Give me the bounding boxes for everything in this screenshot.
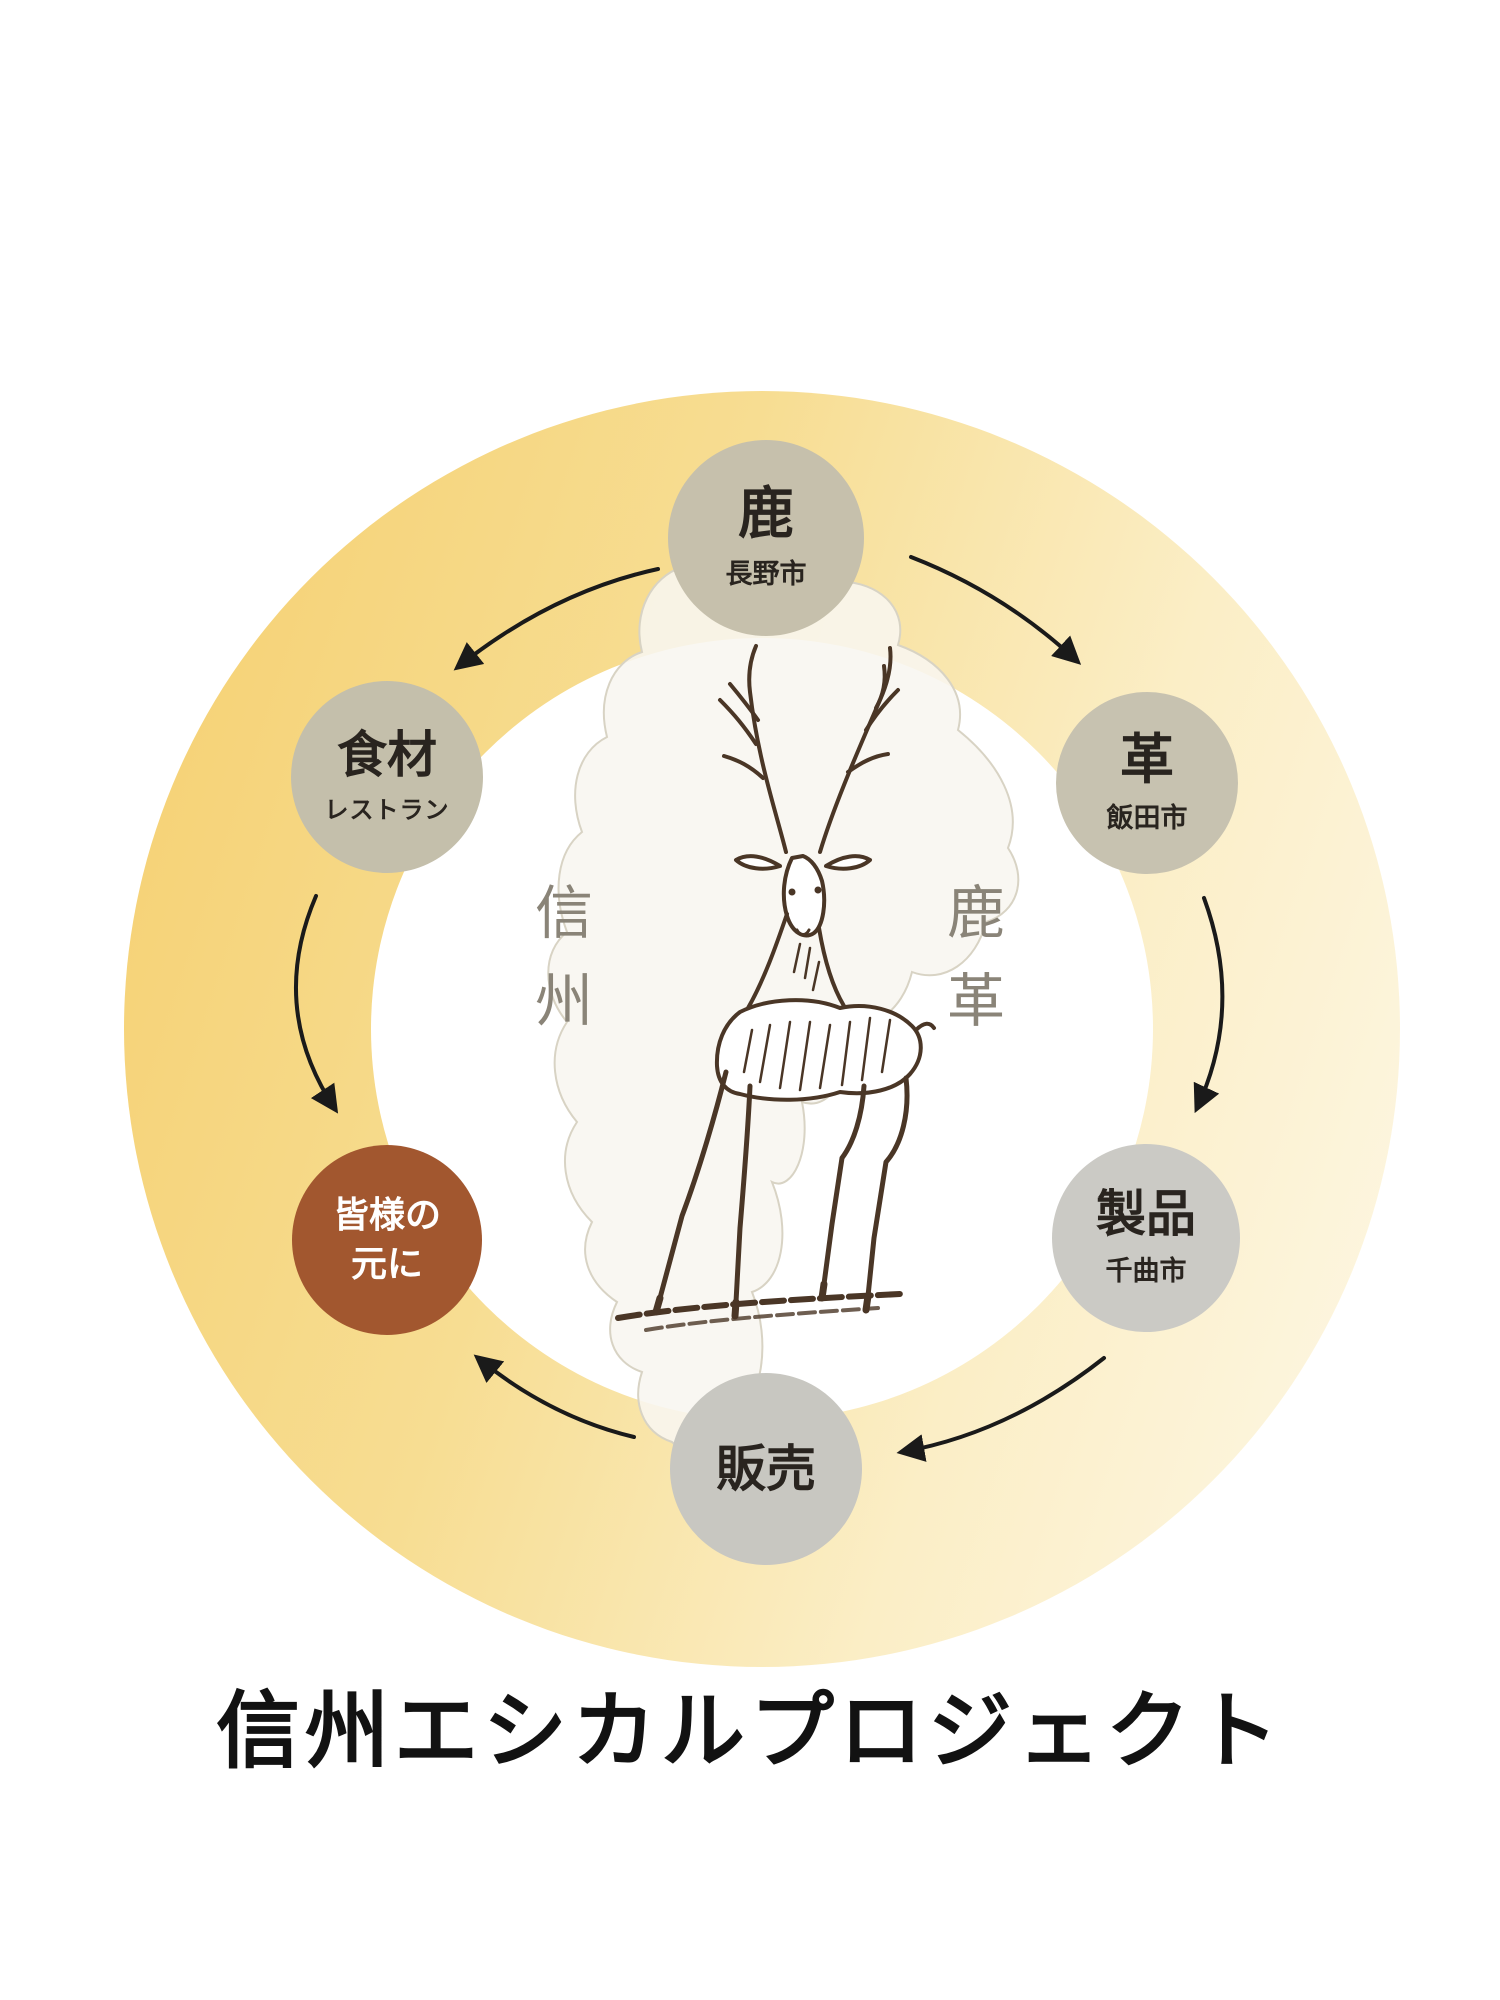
node-ingredients-sublabel: レストラン [324,795,450,825]
arrow-deer-to-leather [909,555,1082,665]
arrow-leather-to-products [1193,896,1225,1114]
arrow-ingredients-to-everyone [294,894,339,1114]
node-sales-label: 販売 [716,1438,816,1498]
arrow-sales-to-everyone [473,1354,636,1439]
arrow-products-to-sales [896,1356,1106,1462]
arrow-deer-to-ingredients [453,567,660,671]
project-title: 信州エシカルプロジェクト [215,1681,1284,1780]
node-products: 製品 千曲市 [1052,1144,1240,1332]
node-ingredients: 食材 レストラン [291,681,483,873]
node-products-sublabel: 千曲市 [1105,1256,1187,1288]
node-deer-label: 鹿 [738,480,794,547]
node-leather: 革 飯田市 [1056,692,1238,874]
node-leather-sublabel: 飯田市 [1106,803,1188,835]
center-text-deerhide: 鹿革 [937,882,1005,1058]
node-deer-sublabel: 長野市 [725,559,807,591]
node-sales: 販売 [670,1373,862,1565]
deer-illustration [615,644,936,1332]
node-everyone-line1: 皆様の [332,1194,441,1237]
node-ingredients-label: 食材 [337,724,437,784]
center-text-shinshu: 信州 [525,882,593,1058]
node-deer: 鹿 長野市 [668,440,864,636]
node-everyone-line2: 元に [350,1243,423,1285]
node-leather-label: 革 [1120,726,1174,791]
node-products-label: 製品 [1096,1183,1196,1243]
node-everyone: 皆様の 元に [292,1145,482,1335]
